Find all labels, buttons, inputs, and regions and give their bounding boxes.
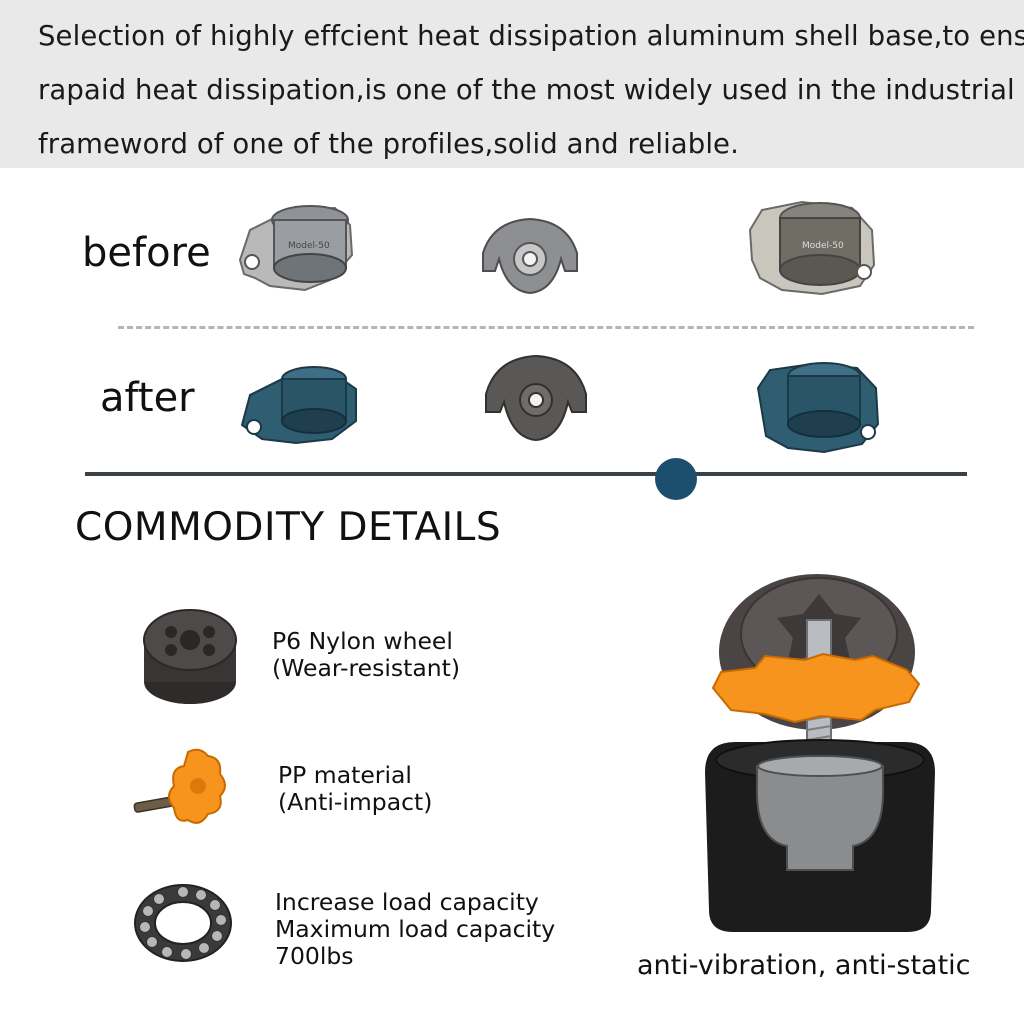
after-housing-right [756,362,880,454]
item-1-line-1: P6 Nylon wheel [272,627,453,655]
after-bracket-center [485,354,587,442]
description-line-3: frameword of one of the profiles,solid a… [38,128,739,160]
description-banner: Selection of highly effcient heat dissip… [0,0,1024,168]
feature-caption: anti-vibration, anti-static [637,950,971,981]
item-3-line-1: Increase load capacity [275,888,539,916]
thrust-bearing-image [134,884,232,962]
after-housing-left [240,366,357,445]
item-2-line-2: (Anti-impact) [278,788,433,816]
before-bracket-center [482,217,578,295]
item-1-line-2: (Wear-resistant) [272,654,461,682]
before-housing-left: Model-50 [238,205,354,292]
item-3-line-3: 700lbs [275,942,354,970]
description-line-2: rapaid heat dissipation,is one of the mo… [38,74,1015,106]
after-label: after [100,375,195,421]
pp-knob-image [133,748,226,824]
item-2-text: PP material (Anti-impact) [278,762,432,816]
divider-dot [655,458,697,500]
description-line-1: Selection of highly effcient heat dissip… [38,20,1024,52]
before-housing-right: Model-50 [748,200,876,296]
section-divider [85,472,967,476]
row-separator-dashed [118,326,974,329]
commodity-details-heading: COMMODITY DETAILS [75,505,502,550]
leveling-foot-assembly-image [705,574,935,932]
item-2-line-1: PP material [278,761,412,789]
before-stamp-right: Model-50 [802,241,844,251]
item-3-text: Increase load capacity Maximum load capa… [275,889,555,970]
item-1-text: P6 Nylon wheel (Wear-resistant) [272,628,460,682]
before-stamp-left: Model-50 [288,241,330,251]
nylon-wheel-image [143,609,237,704]
before-label: before [82,230,211,276]
item-3-line-2: Maximum load capacity [275,915,556,943]
